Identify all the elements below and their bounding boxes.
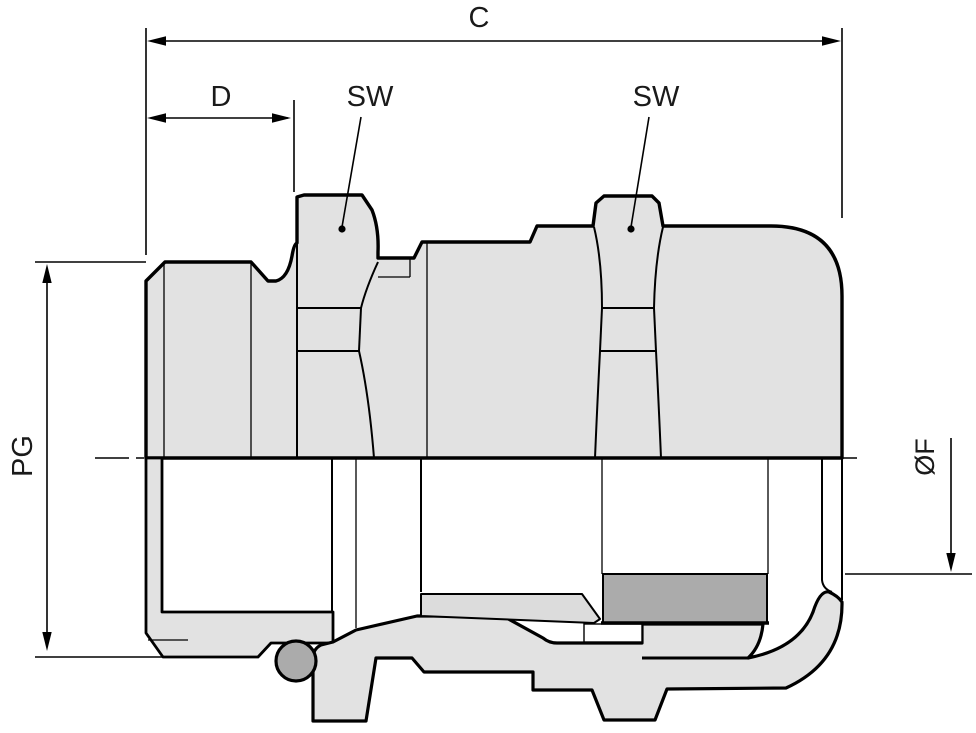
label-d: D	[211, 81, 232, 113]
o-ring	[274, 639, 318, 683]
arrowhead-d-right	[272, 113, 291, 123]
relief-pocket	[583, 623, 643, 643]
arrowhead-f-bottom	[946, 553, 956, 572]
thread-flange-lower	[144, 456, 335, 659]
detail-lines-medium	[296, 226, 843, 612]
label-sw-right: SW	[633, 81, 680, 113]
dim-pg	[35, 261, 162, 658]
dim-f	[845, 438, 972, 575]
label-pg: PG	[7, 435, 39, 477]
arrowhead-c-left	[147, 36, 166, 46]
detail-lines-thin	[148, 243, 769, 641]
leader-dot-right	[627, 225, 635, 233]
arrowhead-c-right	[822, 36, 841, 46]
lamella-band	[420, 593, 601, 624]
arrowhead-pg-top	[42, 264, 52, 283]
leader-dot-left	[338, 225, 346, 233]
label-f: ØF	[910, 438, 940, 476]
arrowhead-d-left	[147, 113, 166, 123]
seal-insert	[602, 573, 768, 624]
label-c: C	[469, 2, 490, 34]
leader-sw-right	[627, 116, 650, 233]
dim-d	[152, 100, 295, 192]
dim-c	[145, 28, 843, 255]
leader-sw-left	[338, 116, 362, 233]
label-sw-left: SW	[347, 81, 394, 113]
arrowhead-pg-bottom	[42, 632, 52, 651]
gland-body-upper	[144, 193, 844, 460]
